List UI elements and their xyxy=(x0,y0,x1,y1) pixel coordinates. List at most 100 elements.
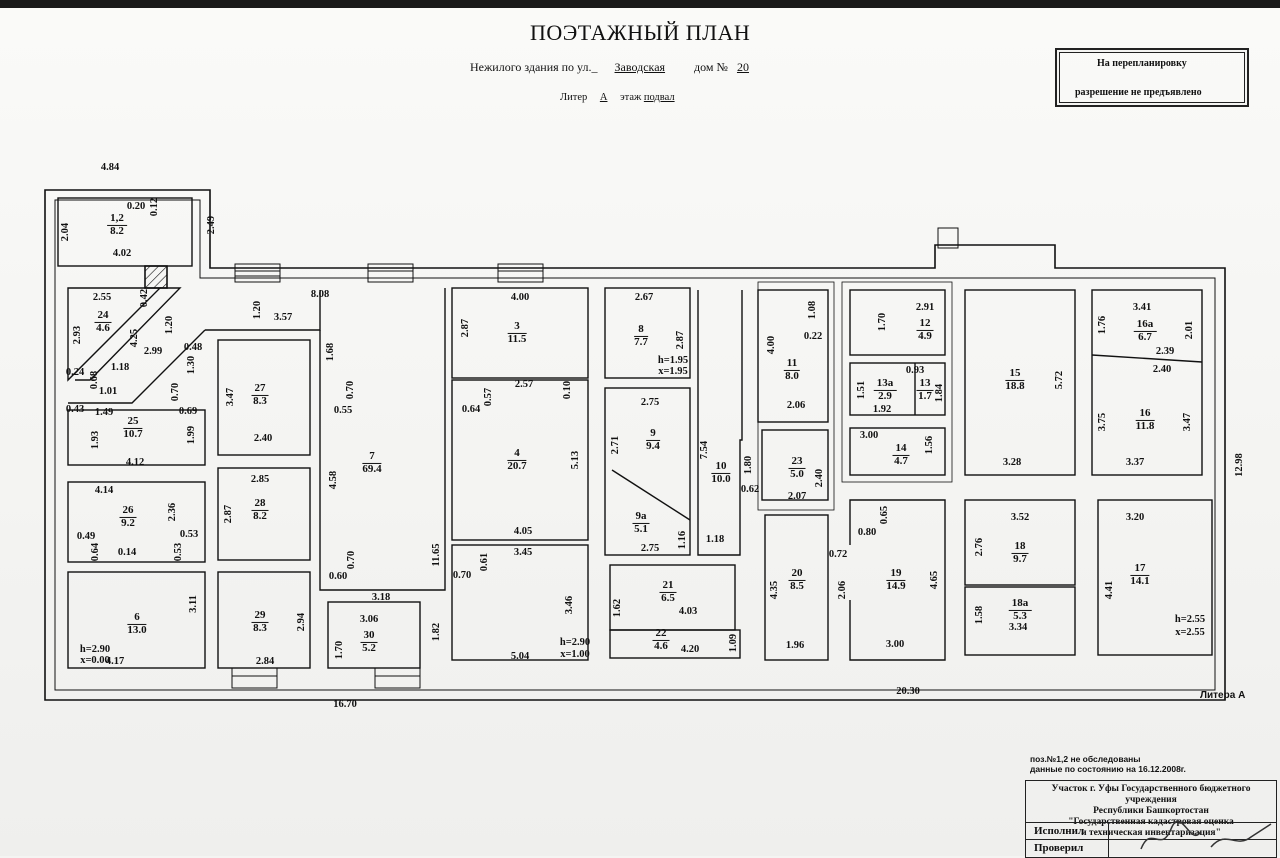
dimension-label: 2.75 xyxy=(640,396,660,408)
dimension-label: 3.06 xyxy=(359,613,379,625)
dimension-label: 3.57 xyxy=(273,311,293,323)
dimension-label: 3.46 xyxy=(563,595,575,615)
dimension-label: 1.56 xyxy=(923,435,935,455)
dimension-label: 0.69 xyxy=(178,405,198,417)
dimension-label: 5.72 xyxy=(1053,370,1065,390)
windows xyxy=(231,227,959,689)
dimension-label: 4.03 xyxy=(678,605,698,617)
dimension-label: 0.60 xyxy=(328,570,348,582)
room-area: 8.5 xyxy=(790,579,804,592)
dimension-label: 0.14 xyxy=(117,546,137,558)
room-number: 4 xyxy=(507,447,527,461)
dimension-label: 1.82 xyxy=(430,622,442,642)
room-number: 26 xyxy=(119,504,137,518)
hatched-wall xyxy=(144,265,168,289)
room-area: 69.4 xyxy=(362,462,382,475)
room-number: 28 xyxy=(251,497,269,511)
room-area: 13.0 xyxy=(127,623,147,636)
dimension-label: 4.12 xyxy=(125,456,145,468)
litera-label: Литера А xyxy=(1200,690,1246,701)
dimension-label: 0.80 xyxy=(857,526,877,538)
room-number: 22 xyxy=(652,627,670,641)
executed-row: Исполнил xyxy=(1026,822,1276,840)
dimension-label: 0.57 xyxy=(482,387,494,407)
inner-outer-wall xyxy=(54,199,1216,691)
dimension-label: 4.00 xyxy=(510,291,530,303)
dimension-label: 2.06 xyxy=(836,580,848,600)
dimension-label: 0.70 xyxy=(344,380,356,400)
room-area: 8.2 xyxy=(110,224,124,237)
room-walls xyxy=(57,197,1213,669)
dimension-label: 0.20 xyxy=(126,200,146,212)
room-number: 30 xyxy=(360,629,378,643)
dimension-label: 1.09 xyxy=(727,633,739,653)
checked-row: Проверил xyxy=(1026,839,1276,857)
room-number: 23 xyxy=(788,455,806,469)
room-number: 18а xyxy=(1008,597,1032,611)
room-number: 10 xyxy=(711,460,731,474)
room-area: 8.0 xyxy=(785,369,799,382)
room-number: 13 xyxy=(916,377,934,391)
room-number: 1,2 xyxy=(107,212,127,226)
dimension-label: 1.70 xyxy=(876,312,888,332)
org-line-4: и техническая инвентаризация" xyxy=(1081,827,1221,838)
dimension-label: 3.37 xyxy=(1125,456,1145,468)
dimension-label: 0.64 xyxy=(89,542,101,562)
room-area: 14.1 xyxy=(1130,574,1150,587)
dimension-label: x=1.00 xyxy=(560,648,590,660)
dimension-label: 3.11 xyxy=(187,595,199,613)
dimension-label: 3.00 xyxy=(885,638,905,650)
room-number: 20 xyxy=(788,567,806,581)
room-number: 18 xyxy=(1011,540,1029,554)
room-number: 8 xyxy=(634,323,648,337)
dimension-label: 0.10 xyxy=(561,380,573,400)
floor-value: подвал xyxy=(643,92,675,103)
dimension-label: 3.34 xyxy=(1008,621,1028,633)
dimension-label: 0.42 xyxy=(138,288,150,308)
liter-line: Литер А этаж подвал xyxy=(560,92,675,103)
room-area: 4.6 xyxy=(654,639,668,652)
room-area: 14.9 xyxy=(886,579,906,592)
room-area: 4.7 xyxy=(894,454,908,467)
dimension-label: 4.00 xyxy=(765,335,777,355)
note-line-2: данные по состоянию на 16.12.2008г. xyxy=(1030,763,1186,774)
dimension-label: 1.70 xyxy=(333,640,345,660)
dimension-label: 8.08 xyxy=(310,288,330,300)
room-number: 13а xyxy=(873,377,897,391)
dimension-label: 0.49 xyxy=(76,530,96,542)
org-line-2: Республики Башкортостан xyxy=(1093,805,1209,816)
room-area: 9.2 xyxy=(121,516,135,529)
dimension-label: 7.54 xyxy=(698,440,710,460)
room-number: 9 xyxy=(646,427,660,441)
dimension-label: 0.70 xyxy=(345,550,357,570)
room-area: 2.9 xyxy=(878,389,892,402)
room-area: 5.3 xyxy=(1013,609,1027,622)
room-number: 11 xyxy=(783,357,801,371)
document-page xyxy=(0,8,1280,856)
dimension-label: 2.01 xyxy=(1183,320,1195,340)
dimension-label: 12.98 xyxy=(1233,453,1245,477)
room-area: 9.7 xyxy=(1013,552,1027,565)
dimension-label: x=1.95 xyxy=(658,365,688,377)
dimension-label: 3.52 xyxy=(1010,511,1030,523)
dimension-label: 1.16 xyxy=(676,530,688,550)
room-area: 5.0 xyxy=(790,467,804,480)
room-number: 16 xyxy=(1135,407,1155,421)
dimension-label: 4.20 xyxy=(680,643,700,655)
checked-label: Проверил xyxy=(1034,842,1084,854)
dimension-label: 1.18 xyxy=(110,361,130,373)
room-area: 20.7 xyxy=(507,459,527,472)
